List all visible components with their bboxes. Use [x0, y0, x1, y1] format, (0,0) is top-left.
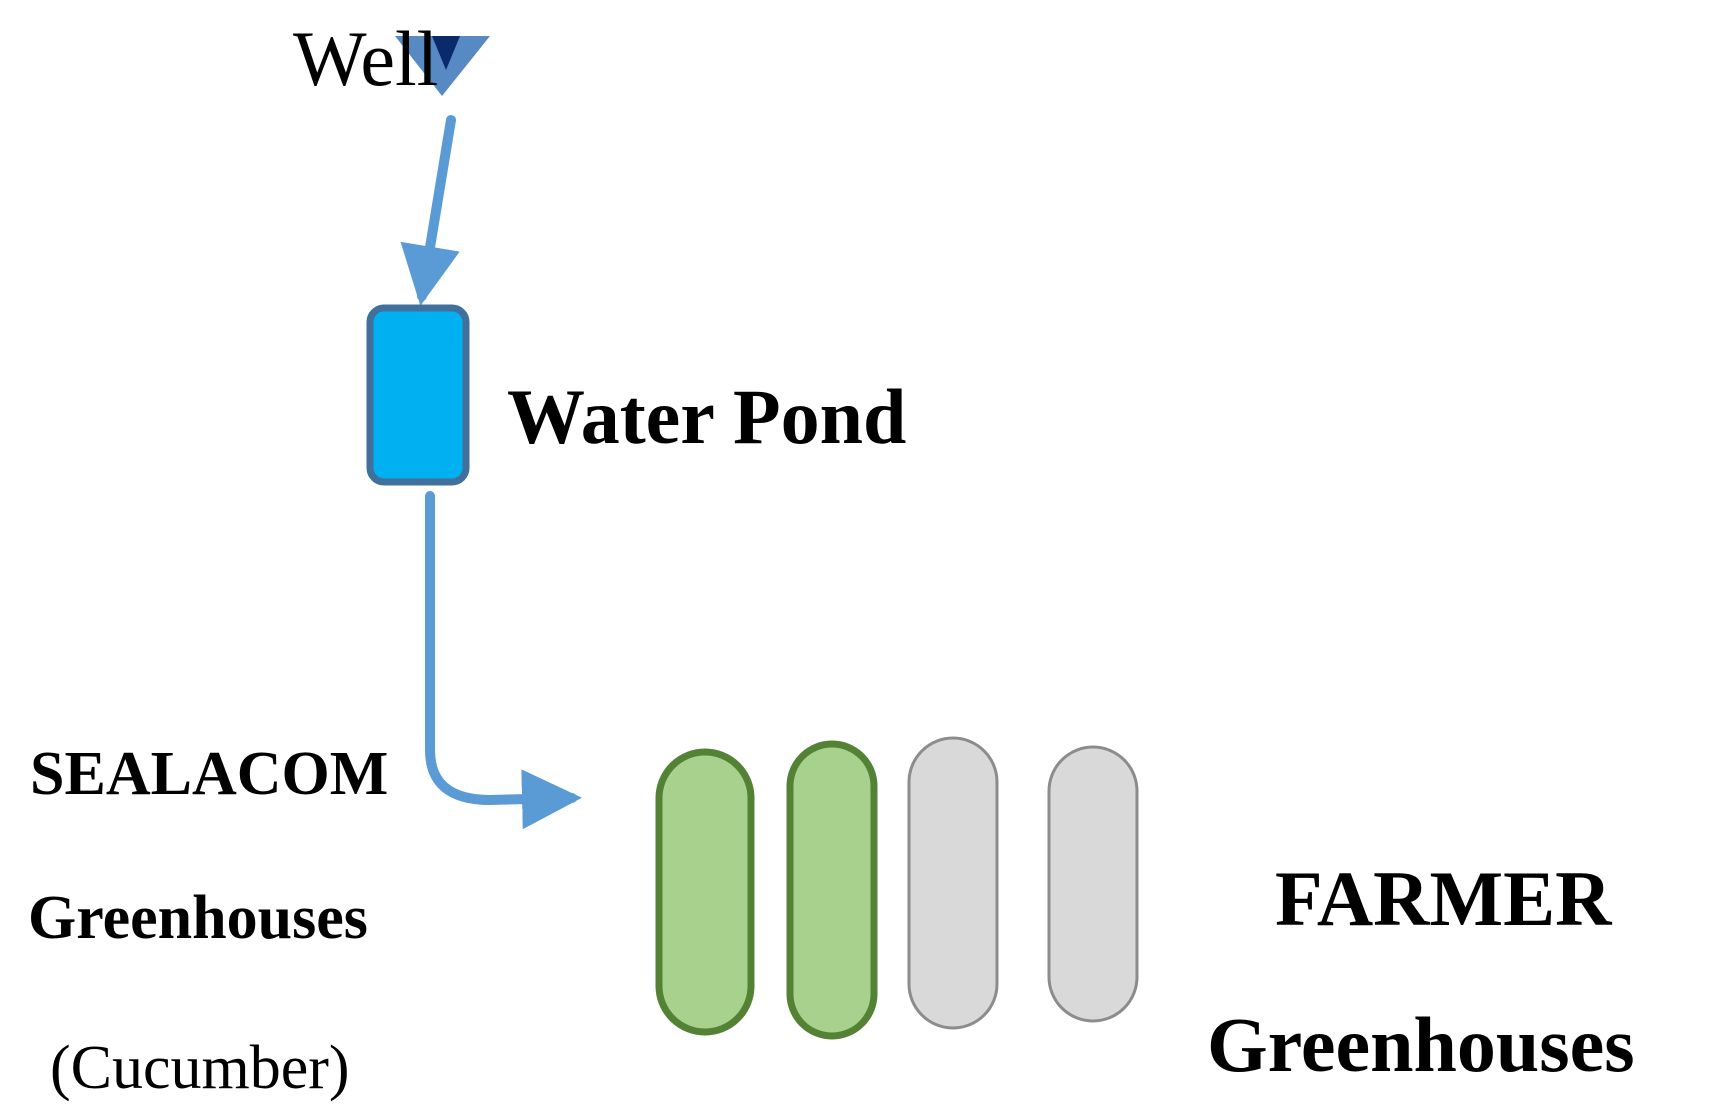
- farmer-type-label: Greenhouses: [1207, 1001, 1635, 1088]
- arrow-well-to-pond: [400, 115, 460, 306]
- water-pond-label: Water Pond: [507, 373, 907, 460]
- arrow-pond-to-greenhouses: [425, 491, 582, 830]
- sealacom-greenhouse-1: [655, 748, 755, 1036]
- well-label: Well: [293, 15, 439, 102]
- farmer-name-label: FARMER: [1275, 855, 1612, 942]
- farmer-greenhouse-1: [907, 736, 999, 1030]
- well-marker-outline: [395, 36, 490, 96]
- sealacom-crop-label: (Cucumber): [50, 1034, 350, 1102]
- well-marker-core: [432, 36, 460, 70]
- sealacom-name-label: SEALACOM: [30, 740, 389, 808]
- sealacom-type-label: Greenhouses: [28, 884, 368, 952]
- well-marker-icon: [395, 36, 490, 96]
- sealacom-greenhouse-2: [786, 740, 878, 1040]
- farmer-greenhouse-2: [1047, 745, 1139, 1023]
- water-pond-tank: [366, 304, 470, 486]
